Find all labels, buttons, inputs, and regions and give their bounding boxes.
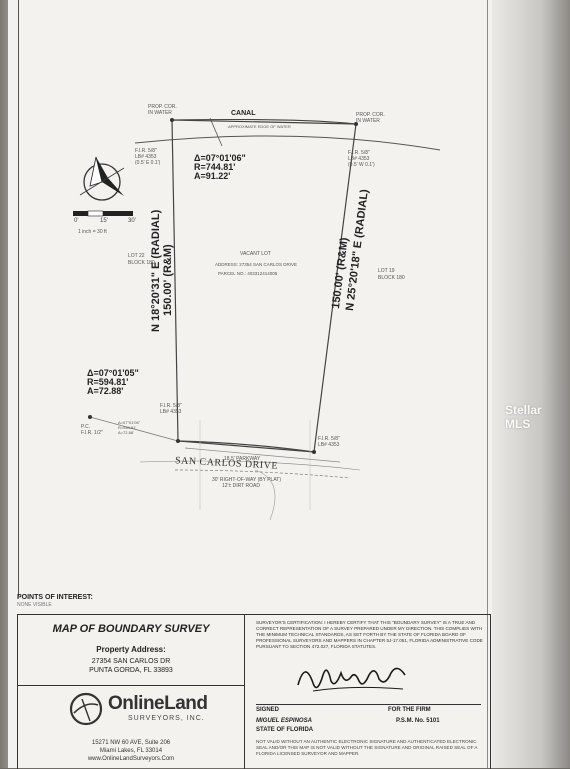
canal-label: CANAL [231, 110, 256, 117]
address-note: ADDRESS: 27354 SAN CARLOS DRIVE [215, 262, 298, 267]
sheet-edge-line [487, 0, 488, 768]
for-the-firm-label: FOR THE FIRM [388, 707, 431, 713]
fir-top-left: F.I.R. 5/8"LB# 4353(0.5' E 0.1') [135, 148, 161, 166]
canal-top-line [169, 118, 357, 125]
prop-cor-left: PROP. COR.IN WATER [148, 104, 177, 116]
points-of-interest-value: NONE VISIBLE [17, 602, 52, 608]
company-logo: OnlineLand SURVEYORS, INC. [68, 691, 228, 731]
title-block-hdivider [18, 685, 244, 686]
vacant-lot-label: VACANT LOT [240, 251, 271, 257]
left-distance: 150.00' (R&M) [162, 244, 174, 316]
north-arrow-icon [79, 156, 125, 201]
fir-top-right: F.I.R. 5/8"LB# 4353(0.5' W 0.1') [348, 150, 375, 168]
fir-bottom-right: F.I.R. 5/8"LB# 4353 [318, 436, 340, 448]
water-edge-label: APPROXIMATE EDGE OF WATER [228, 124, 291, 129]
title-block-divider [244, 615, 245, 769]
logo-subtitle: SURVEYORS, INC. [128, 715, 205, 722]
watermark: Stellar MLS [505, 403, 542, 431]
property-address: 27354 SAN CARLOS DR PUNTA GORDA, FL 3389… [89, 658, 173, 674]
globe-logo-icon [69, 692, 103, 726]
title-block: MAP OF BOUNDARY SURVEY Property Address:… [17, 614, 491, 769]
boundary-plat-drawing [73, 117, 441, 521]
prop-cor-right: PROP. COR.IN WATER [356, 112, 385, 124]
left-bearing: N 18°20'31" E (RADIAL) [150, 209, 162, 332]
state-label: STATE OF FLORIDA [256, 727, 314, 733]
signature-line [256, 704, 481, 705]
map-title: MAP OF BOUNDARY SURVEY [52, 623, 210, 635]
curve-data-small: Δ=07°01'06"R=594.81'A=72.88' [118, 420, 141, 435]
curve-data-top: Δ=07°01'06"R=744.81'A=91.22' [194, 153, 246, 181]
parcel-note: PARCEL NO.: 403312414005 [218, 271, 278, 276]
survey-sheet [8, 0, 492, 768]
surveyor-certification: SURVEYOR'S CERTIFICATION: I HEREBY CERTI… [256, 620, 483, 649]
fir-bottom-left: F.I.R. 5/8"LB# 4353 [160, 403, 182, 415]
scale-note: 1 inch = 30 ft [78, 229, 107, 235]
signed-label: SIGNED [256, 707, 280, 713]
surveyor-name: MIGUEL ESPINOSA [256, 718, 312, 724]
parkway-label: 18.5' PARKWAY [224, 456, 261, 462]
company-contact: 15271 NW 60 AVE, Suite 206 Miami Lakes, … [87, 740, 175, 762]
scale-bar [73, 210, 133, 217]
pc-label: P.C.F.I.R. 1/2" [81, 424, 103, 436]
property-address-label: Property Address: [96, 645, 166, 654]
psm-number: P.S.M. No. 5101 [396, 718, 440, 724]
curve-data-bottom: Δ=07°01'05"R=594.81'A=72.88' [87, 368, 139, 396]
points-of-interest-label: POINTS OF INTEREST: [17, 594, 93, 601]
logo-name: OnlineLand [108, 693, 208, 714]
canal-line [134, 135, 441, 151]
handwritten-signature [297, 667, 406, 692]
row-label: 30' RIGHT-OF-WAY (BY PLAT)12'± DIRT ROAD [212, 477, 282, 489]
not-valid-disclaimer: NOT VALID WITHOUT AN AUTHENTIC ELECTRONI… [256, 739, 478, 756]
